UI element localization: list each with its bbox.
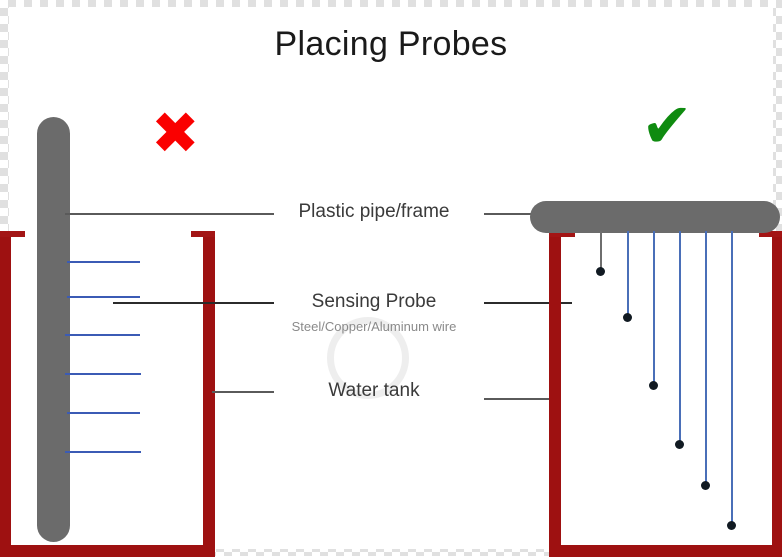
probe-wire (67, 412, 140, 414)
probe-wire (65, 451, 141, 453)
plastic-pipe-vertical (37, 117, 70, 542)
probe-tip (623, 313, 632, 322)
water-tank-right (549, 231, 782, 557)
label-plastic-pipe: Plastic pipe/frame (298, 201, 450, 222)
leader-sensing-probe-right (484, 302, 572, 304)
label-sensing-probe: Sensing Probe (311, 291, 437, 312)
page-title: Placing Probes (274, 25, 508, 63)
diagram-sheet: Placing Probes ✖ ✔ (0, 7, 782, 557)
probe-wire (653, 231, 655, 385)
plastic-frame-horizontal (530, 201, 780, 233)
leader-plastic-pipe-right (484, 213, 540, 215)
probe-tip (701, 481, 710, 490)
probe-tip (596, 267, 605, 276)
tank-lip-right-outer-right (759, 231, 782, 237)
probe-wire (705, 231, 707, 485)
label-sensing-probe-subtitle: Steel/Copper/Aluminum wire (291, 319, 457, 334)
probe-tip (727, 521, 736, 530)
probe-wire (67, 296, 140, 298)
tank-lip-left-outer (0, 231, 25, 237)
water-tank-left (0, 231, 215, 557)
tank-lip-right-outer (191, 231, 215, 237)
tank-lip-left-outer-right (549, 231, 575, 237)
leader-sensing-probe-left (113, 302, 274, 304)
probe-wire (65, 334, 140, 336)
green-check-mark: ✔ (641, 89, 693, 162)
probe-wire (600, 231, 602, 271)
leader-water-tank-left (212, 391, 274, 393)
probe-wire (627, 231, 629, 317)
leader-water-tank-right (484, 398, 556, 400)
probe-wire (679, 231, 681, 444)
red-cross-mark: ✖ (151, 99, 200, 167)
label-water-tank: Water tank (328, 380, 420, 401)
probe-tip (675, 440, 684, 449)
probe-wire (731, 231, 733, 525)
probe-tip (649, 381, 658, 390)
leader-plastic-pipe-left (65, 213, 274, 215)
probe-wire (67, 261, 140, 263)
probe-wire (65, 373, 141, 375)
